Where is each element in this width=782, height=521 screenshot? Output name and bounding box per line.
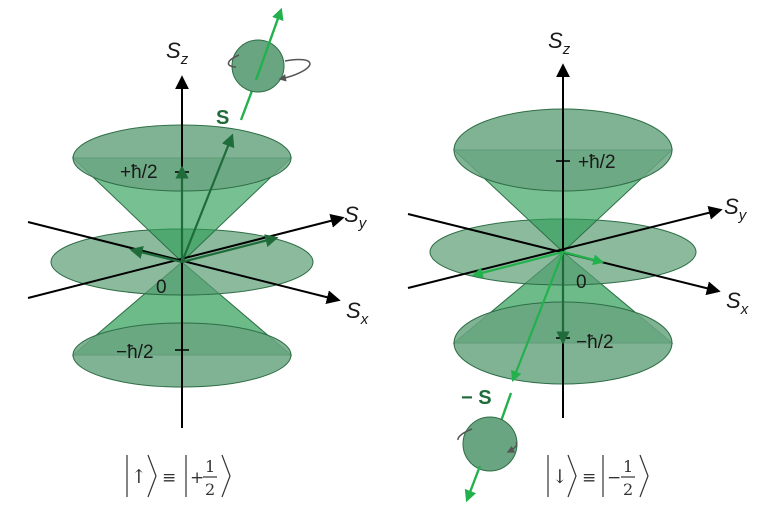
projection-sy xyxy=(471,250,564,279)
rotation-arrow-icon xyxy=(227,54,311,79)
label-origin: 0 xyxy=(156,277,167,298)
label-sz: Sz xyxy=(548,28,571,58)
spin-vector xyxy=(180,133,235,263)
label-plus-hbar: +ħ/2 xyxy=(578,152,616,173)
spin-vector xyxy=(511,251,565,383)
spin-down-diagram: Sz Sy Sx +ħ/2 −ħ/2 0 − S ↓ ≡ − 1 2 xyxy=(407,28,749,503)
sy-axis xyxy=(407,205,723,289)
sphere-axis-upper xyxy=(254,7,284,81)
svg-text:+: + xyxy=(190,468,204,488)
ket-spin-down: ↓ ≡ − 1 2 xyxy=(547,454,649,499)
projection-sx xyxy=(129,246,183,264)
label-sy: Sy xyxy=(724,194,748,224)
sphere-axis-upper xyxy=(498,392,513,425)
spinning-sphere xyxy=(462,416,518,472)
label-spin-vector: S xyxy=(216,107,229,129)
rotation-arrow-icon xyxy=(457,428,518,452)
svg-text:1: 1 xyxy=(623,457,633,476)
label-sx: Sx xyxy=(726,288,749,318)
spinning-sphere xyxy=(231,39,285,93)
label-sx: Sx xyxy=(346,298,369,328)
sy-axis xyxy=(27,213,345,299)
projection-sy xyxy=(181,234,279,264)
label-sz: Sz xyxy=(166,38,189,68)
svg-text:↑: ↑ xyxy=(131,466,147,488)
sphere-axis-lower xyxy=(464,465,482,503)
label-minus-hbar: −ħ/2 xyxy=(116,342,154,363)
label-origin: 0 xyxy=(576,272,587,293)
spin-up-diagram: Sz Sy Sx +ħ/2 −ħ/2 0 S ↑ ≡ + 1 2 xyxy=(27,7,369,499)
svg-text:2: 2 xyxy=(623,480,633,499)
ket-spin-up: ↑ ≡ + 1 2 xyxy=(126,454,231,499)
label-minus-hbar: −ħ/2 xyxy=(576,332,614,353)
label-plus-hbar: +ħ/2 xyxy=(120,162,158,183)
svg-text:1: 1 xyxy=(205,457,215,476)
label-spin-vector: − S xyxy=(461,387,492,409)
projection-sx xyxy=(562,250,605,266)
svg-text:↓: ↓ xyxy=(552,466,568,488)
svg-text:≡: ≡ xyxy=(582,468,596,488)
svg-text:−: − xyxy=(607,468,621,488)
label-sy: Sy xyxy=(344,202,368,232)
svg-text:2: 2 xyxy=(205,480,215,499)
svg-text:≡: ≡ xyxy=(162,468,176,488)
